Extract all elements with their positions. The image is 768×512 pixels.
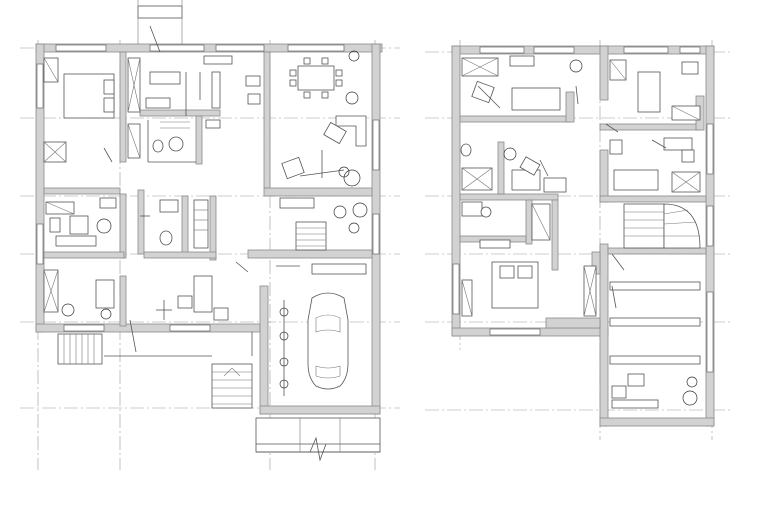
ground-bathroom bbox=[147, 120, 196, 163]
upper-office-furniture bbox=[611, 373, 698, 409]
upper-bedroom-2-furniture bbox=[605, 59, 701, 133]
wash-basin bbox=[152, 139, 164, 153]
garage-wall-south bbox=[259, 405, 381, 415]
single-bed bbox=[511, 87, 561, 111]
garage-gate bbox=[255, 417, 381, 462]
upper-bedroom-3-furniture bbox=[609, 137, 701, 193]
kitchen bbox=[145, 55, 261, 129]
garage-wall-west bbox=[259, 285, 269, 415]
ground-floor-plan bbox=[35, 0, 383, 462]
interior-stair bbox=[276, 197, 367, 275]
single-bed bbox=[613, 169, 659, 191]
wash-basin bbox=[460, 143, 472, 157]
entrance-hall bbox=[129, 199, 249, 353]
living-area bbox=[281, 115, 368, 234]
study-furniture bbox=[45, 197, 117, 247]
upper-hall bbox=[609, 281, 701, 365]
dining-table bbox=[297, 65, 335, 91]
upper-stair bbox=[611, 203, 701, 271]
bedroom-1-furniture bbox=[43, 57, 115, 163]
upper-floor-plan bbox=[451, 45, 715, 427]
upper-bedroom-1-furniture bbox=[461, 55, 583, 111]
garage bbox=[279, 292, 349, 396]
car bbox=[307, 292, 349, 390]
master-bedroom-furniture bbox=[461, 261, 597, 317]
single-bed bbox=[637, 71, 661, 113]
chimney bbox=[137, 5, 183, 19]
guest-room-furniture bbox=[43, 269, 115, 320]
entrance-stair bbox=[57, 332, 253, 409]
dining-area bbox=[289, 50, 360, 105]
upper-bathroom bbox=[460, 143, 567, 193]
toilet bbox=[168, 136, 184, 152]
kitchen-island bbox=[149, 71, 181, 85]
